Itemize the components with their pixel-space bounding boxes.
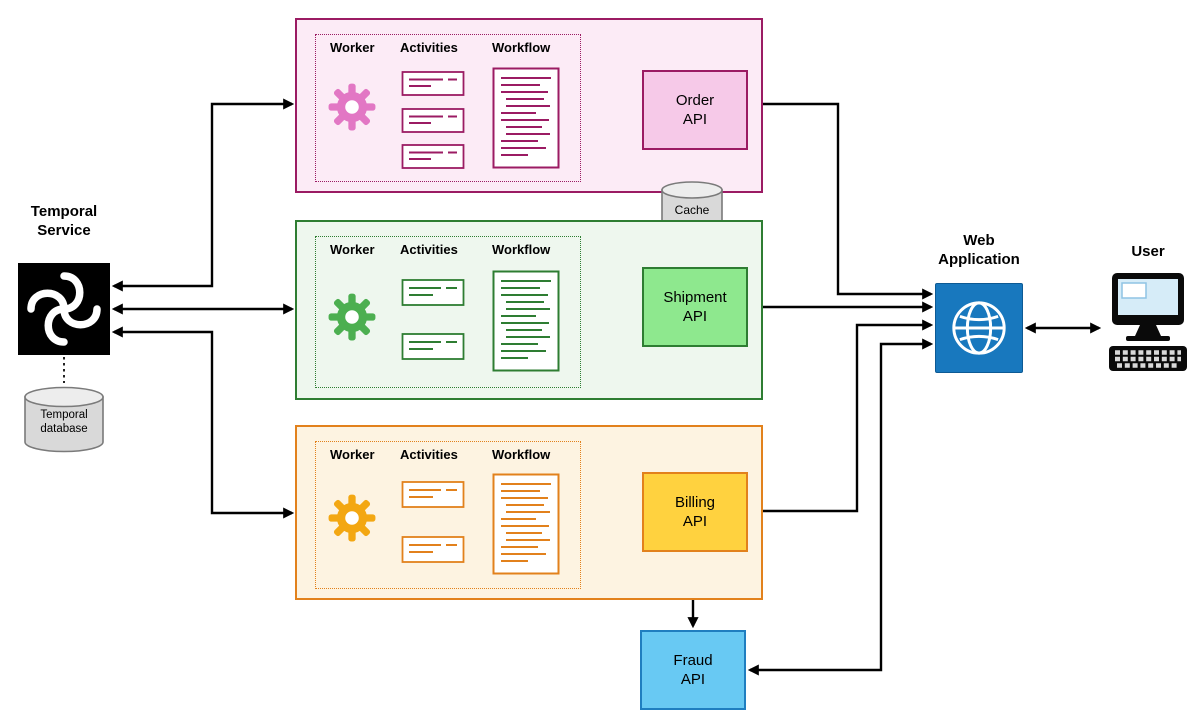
billing-api-node: Billing API (642, 472, 748, 552)
shipment-workflow-label: Workflow (492, 242, 551, 257)
shipment-worker-gear-icon (328, 293, 376, 341)
fraud-api-node: Fraud API (640, 630, 746, 710)
edge-temporal-billing (111, 326, 295, 519)
billing-api-label: Billing API (674, 493, 716, 531)
edge-orderapi-webapp (747, 98, 934, 300)
billing-worker-label: Worker (330, 447, 375, 462)
shipment-workflow-icon (492, 270, 560, 372)
user-computer-icon (1109, 273, 1187, 371)
temporal-database-cylinder-icon (24, 386, 104, 453)
order-workflow-label: Workflow (492, 40, 551, 55)
temporal-database-node: Temporal database (22, 385, 106, 455)
fraud-api-label: Fraud API (673, 651, 713, 689)
billing-workflow-icon (492, 473, 560, 575)
temporal-service-label: Temporal Service (30, 203, 98, 239)
shipment-api-node: Shipment API (642, 267, 748, 347)
order-api-node: Order API (642, 70, 748, 150)
order-worker-container (315, 34, 581, 182)
cache-label: Cache (674, 203, 710, 217)
billing-service-group: Worker Activities Workflow (295, 425, 763, 600)
temporal-database-label: Temporal database (40, 409, 88, 435)
order-api-label: Order API (675, 91, 715, 129)
billing-worker-gear-icon (328, 494, 376, 542)
shipment-worker-label: Worker (330, 242, 375, 257)
temporal-service-node (18, 263, 110, 355)
order-worker-gear-icon (328, 83, 376, 131)
temporal-logo-icon (27, 272, 101, 346)
globe-icon (952, 301, 1006, 355)
edge-billapi-webapp (747, 319, 934, 517)
order-activities-icon (401, 71, 465, 169)
edge-temporal-order (111, 98, 295, 292)
edge-fraudapi-webapp (747, 338, 934, 676)
user-label: User (1131, 243, 1165, 260)
web-application-label: Web Application (938, 232, 1020, 268)
order-workflow-icon (492, 67, 560, 169)
order-service-group: Worker Activities Workflow (295, 18, 763, 193)
order-activities-label: Activities (400, 40, 458, 55)
shipment-worker-container (315, 236, 581, 388)
billing-workflow-label: Workflow (492, 447, 551, 462)
shipment-activities-label: Activities (400, 242, 458, 257)
shipment-service-group: Worker Activities Workflow (295, 220, 763, 400)
web-application-node (935, 283, 1023, 373)
shipment-activities-icon (401, 279, 465, 360)
billing-worker-container (315, 441, 581, 589)
shipment-api-label: Shipment API (663, 288, 727, 326)
billing-activities-icon (401, 481, 465, 563)
order-worker-label: Worker (330, 40, 375, 55)
billing-activities-label: Activities (400, 447, 458, 462)
